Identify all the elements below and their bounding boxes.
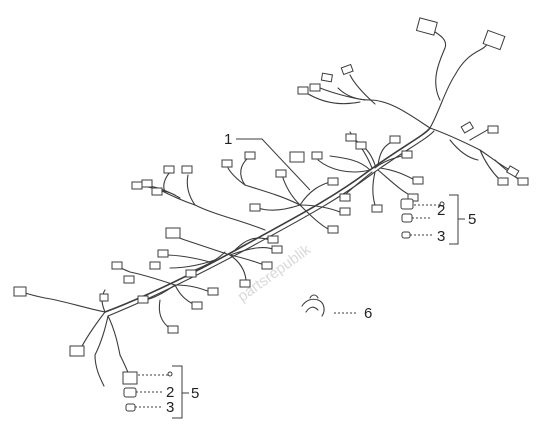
bracket-upper-5 <box>449 194 459 245</box>
bracket-lower-5 <box>172 365 183 419</box>
callout-5-lower: 5 <box>191 385 199 402</box>
center-cluster <box>289 131 424 213</box>
callout-6: 6 <box>364 305 372 322</box>
leader-1 <box>236 138 311 191</box>
far-left-branch <box>13 286 138 387</box>
left-middle-branch <box>149 227 283 288</box>
callout-2-upper: 2 <box>437 202 445 219</box>
callout-2-lower: 2 <box>166 384 174 401</box>
callout-3-lower: 3 <box>166 399 174 416</box>
right-small-parts <box>400 198 445 239</box>
lower-left-cluster <box>111 261 219 334</box>
middle-branches <box>221 151 351 234</box>
left-upper-branch <box>131 165 266 231</box>
callout-5-upper: 5 <box>468 211 476 228</box>
lower-small-parts <box>123 371 173 412</box>
main-harness-trunk <box>104 127 435 317</box>
callout-1: 1 <box>224 131 232 148</box>
clip-part-6 <box>301 294 325 317</box>
right-branch <box>429 121 529 186</box>
top-right-branch <box>297 17 506 129</box>
callout-3-upper: 3 <box>437 228 445 245</box>
